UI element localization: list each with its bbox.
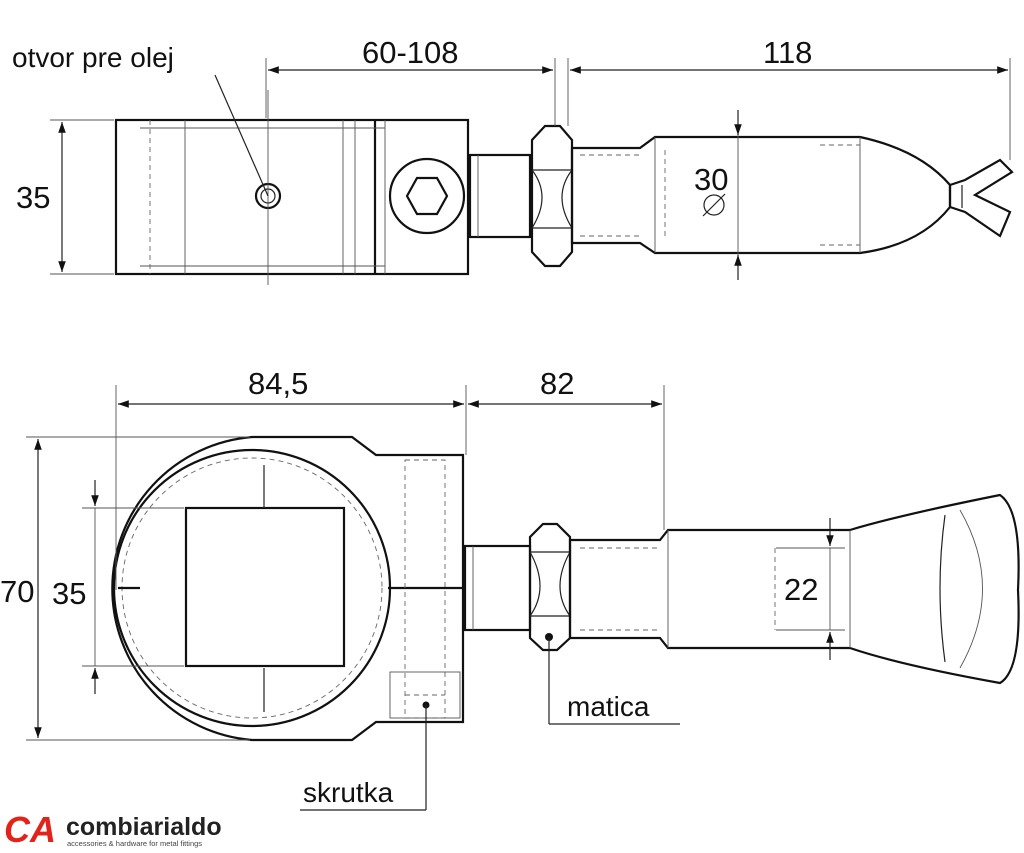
bottom-view: 84,5 82 70 35 22 matica skrutka (0, 366, 1020, 811)
oil-hole-label: otvor pre olej (12, 42, 174, 73)
clamp-bore (112, 448, 392, 728)
dim-height-35: 35 (16, 180, 50, 215)
dim-total-height-70: 70 (0, 574, 34, 609)
oil-hole-leader (214, 74, 269, 197)
hex-socket (405, 176, 449, 216)
brand-tagline: accessories & hardware for metal fitting… (67, 839, 202, 848)
screw-label: skrutka (303, 777, 394, 808)
handle-bottom (568, 493, 1020, 685)
dim-handle-118: 118 (763, 35, 812, 70)
dim-handle-82: 82 (540, 366, 574, 401)
top-view: otvor pre olej 60-108 118 35 30 (12, 35, 1014, 285)
square-tube (184, 506, 346, 668)
brand-logo: CA combiarialdo accessories & hardware f… (4, 809, 222, 850)
dim-diameter-30: 30 (694, 162, 728, 197)
dim-handle-dia-22: 22 (784, 572, 818, 607)
dim-square-35: 35 (52, 576, 86, 611)
nut-bottom (528, 522, 572, 652)
nozzle-top (948, 158, 1014, 238)
dim-length-60-108: 60-108 (362, 35, 459, 70)
nut-label: matica (567, 691, 650, 722)
logo-mark: CA (4, 809, 56, 850)
clamp-body-bottom (111, 435, 465, 742)
hex-socket-circle (388, 157, 466, 235)
diameter-symbol (703, 194, 725, 216)
nut-top (530, 124, 574, 268)
clamp-body-top (114, 118, 470, 276)
dim-body-84-5: 84,5 (248, 366, 308, 401)
brand-name: combiarialdo (66, 813, 222, 841)
